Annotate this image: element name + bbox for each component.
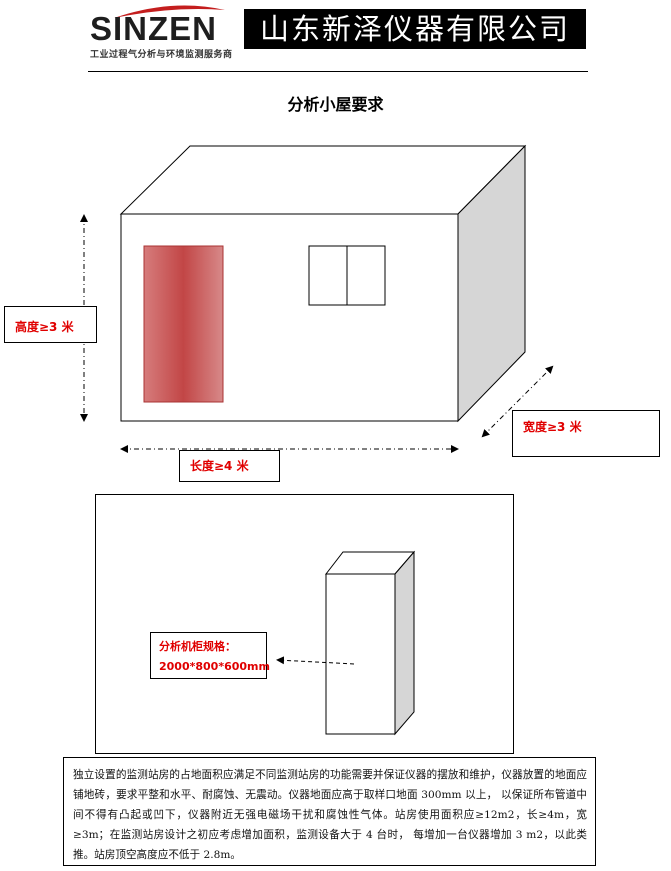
width-arrow xyxy=(481,365,554,438)
cabinet-spec-box: 分析机柜规格： 2000*800*600mm xyxy=(150,632,270,679)
cabinet-frame xyxy=(95,494,514,754)
logo-tagline: 工业过程气分析与环境监测服务商 xyxy=(90,50,233,60)
height-label: 高度≥3 米 xyxy=(4,306,97,343)
header-divider xyxy=(88,71,588,72)
door xyxy=(143,245,224,403)
logo: SINZEN xyxy=(90,10,218,47)
length-label: 长度≥4 米 xyxy=(179,450,280,482)
requirements-description: 独立设置的监测站房的占地面积应满足不同监测站房的功能需要并保证仪器的摆放和维护，… xyxy=(63,757,596,866)
company-name: 山东新泽仪器有限公司 xyxy=(244,9,586,49)
cabinet-spec-title: 分析机柜规格： xyxy=(159,640,236,653)
cabinet-front xyxy=(325,573,396,735)
page-title: 分析小屋要求 xyxy=(287,95,384,114)
building-roof xyxy=(119,145,527,215)
logo-swoosh-icon xyxy=(114,5,225,18)
width-label: 宽度≥3 米 xyxy=(512,410,660,457)
cabinet-pointer-arrow xyxy=(276,656,355,665)
cabinet-spec-size: 2000*800*600mm xyxy=(159,660,270,673)
